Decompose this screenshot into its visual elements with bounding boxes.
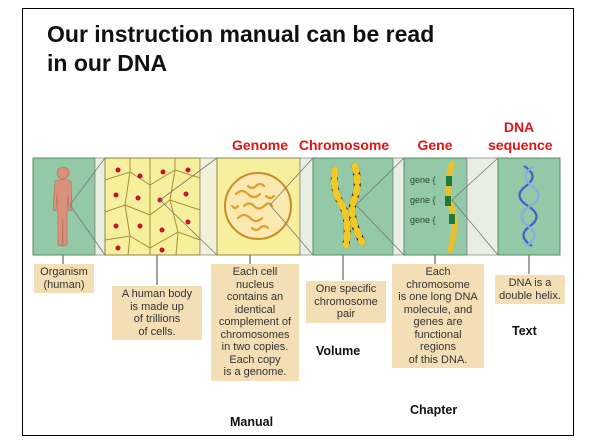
- gene-tag-list: gene { gene { gene {: [410, 170, 436, 230]
- analogy-text: Text: [512, 324, 537, 338]
- label-cells: A human body is made up of trillions of …: [112, 286, 202, 340]
- label-chromosome: One specific chromosome pair: [306, 281, 386, 323]
- gene-tag-1: gene {: [410, 170, 436, 190]
- label-gene: Each chromosome is one long DNA molecule…: [392, 264, 484, 368]
- label-organism: Organism (human): [34, 264, 94, 293]
- cells-panel: [105, 158, 200, 255]
- gene-tag-2: gene {: [410, 190, 436, 210]
- chromosome-panel: [313, 158, 393, 255]
- gene-tag-3: gene {: [410, 210, 436, 230]
- analogy-chapter: Chapter: [410, 403, 457, 417]
- organism-panel: [33, 158, 95, 255]
- label-dna: DNA is a double helix.: [495, 275, 565, 304]
- analogy-volume: Volume: [316, 344, 360, 358]
- nucleus-panel: [217, 158, 300, 255]
- label-nucleus: Each cell nucleus contains an identical …: [211, 264, 299, 381]
- analogy-manual: Manual: [230, 415, 273, 429]
- dna-panel: [498, 158, 560, 255]
